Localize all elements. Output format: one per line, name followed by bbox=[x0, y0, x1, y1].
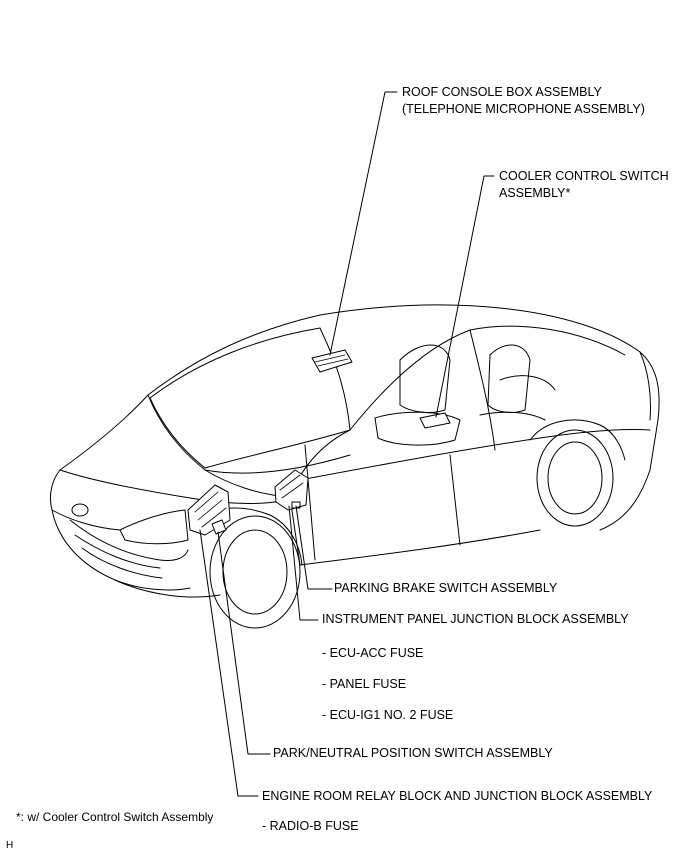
park-neutral-switch-component bbox=[211, 519, 227, 535]
engine-room-relay-label: ENGINE ROOM RELAY BLOCK AND JUNCTION BLO… bbox=[262, 789, 653, 803]
car-body-outline bbox=[49, 304, 660, 598]
roof-console-label: ROOF CONSOLE BOX ASSEMBLY (TELEPHONE MIC… bbox=[402, 84, 645, 118]
footnote: *: w/ Cooler Control Switch Assembly bbox=[16, 810, 214, 824]
roof-console-box-component bbox=[311, 349, 353, 373]
cooler-control-switch-component bbox=[419, 412, 451, 429]
corner-mark: H bbox=[6, 840, 14, 851]
rear-wheel bbox=[529, 419, 626, 527]
ecu-ig1-fuse-label: - ECU-IG1 NO. 2 FUSE bbox=[322, 708, 454, 722]
interior-seats bbox=[374, 344, 556, 446]
roof-console-label-line1: ROOF CONSOLE BOX ASSEMBLY bbox=[402, 85, 602, 99]
ecu-acc-fuse-label: - ECU-ACC FUSE bbox=[322, 646, 424, 660]
parking-brake-label: PARKING BRAKE SWITCH ASSEMBLY bbox=[334, 581, 558, 595]
panel-fuse-label: - PANEL FUSE bbox=[322, 677, 407, 691]
cooler-control-label-line1: COOLER CONTROL SWITCH bbox=[499, 169, 669, 183]
windshield bbox=[149, 327, 351, 469]
radio-b-fuse-label: - RADIO-B FUSE bbox=[262, 819, 359, 833]
roof-console-label-line2: (TELEPHONE MICROPHONE ASSEMBLY) bbox=[402, 102, 645, 116]
cooler-control-label: COOLER CONTROL SWITCH ASSEMBLY* bbox=[499, 168, 669, 202]
instrument-panel-jb-component bbox=[274, 469, 309, 511]
leader-lines bbox=[199, 91, 495, 797]
instrument-panel-jb-label: INSTRUMENT PANEL JUNCTION BLOCK ASSEMBLY bbox=[322, 612, 629, 626]
cooler-control-label-line2: ASSEMBLY* bbox=[499, 186, 571, 200]
park-neutral-label: PARK/NEUTRAL POSITION SWITCH ASSEMBLY bbox=[273, 746, 553, 760]
